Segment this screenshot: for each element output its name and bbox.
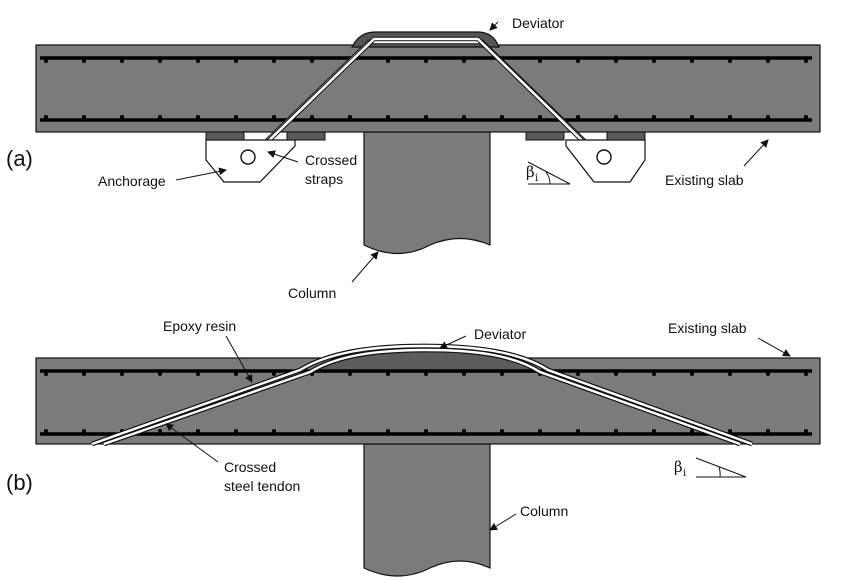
- crossed-straps-a: [245, 36, 606, 162]
- panel-a: β i (a) Deviator Anchorage Crossed strap…: [6, 15, 821, 301]
- label-existing-slab-a: Existing slab: [665, 172, 744, 188]
- label-deviator-b: Deviator: [474, 326, 526, 342]
- leaders-a: [175, 21, 769, 283]
- label-crossed-tendon-1: Crossed: [224, 459, 276, 475]
- label-crossed-straps-2: straps: [305, 171, 343, 187]
- anchorage-right-a: [525, 131, 646, 183]
- leaders-b: [165, 335, 791, 531]
- panel-tag-b: (b): [6, 470, 33, 495]
- label-deviator-a: Deviator: [512, 15, 564, 31]
- label-crossed-straps-1: Crossed: [305, 152, 357, 168]
- column-a: [363, 131, 491, 254]
- angle-subscript-a: i: [535, 173, 538, 184]
- label-column-b: Column: [520, 503, 568, 519]
- label-column-a: Column: [288, 285, 336, 301]
- panel-tag-a: (a): [6, 146, 33, 171]
- angle-symbol-a: β: [526, 163, 535, 181]
- label-epoxy-resin: Epoxy resin: [163, 318, 236, 334]
- panel-b: β i (b) Epoxy resin Deviator Existing sl…: [6, 318, 821, 577]
- angle-subscript-b: i: [683, 468, 686, 479]
- label-anchorage: Anchorage: [98, 173, 166, 189]
- angle-symbol-b: β: [674, 458, 683, 476]
- column-b: [363, 443, 491, 577]
- label-crossed-tendon-2: steel tendon: [224, 478, 300, 494]
- angle-indicator-a: β i: [526, 161, 571, 185]
- crossed-tendons-b: [91, 343, 753, 447]
- label-existing-slab-b: Existing slab: [668, 320, 747, 336]
- angle-indicator-b: β i: [674, 457, 747, 479]
- rebar-b: [40, 369, 812, 436]
